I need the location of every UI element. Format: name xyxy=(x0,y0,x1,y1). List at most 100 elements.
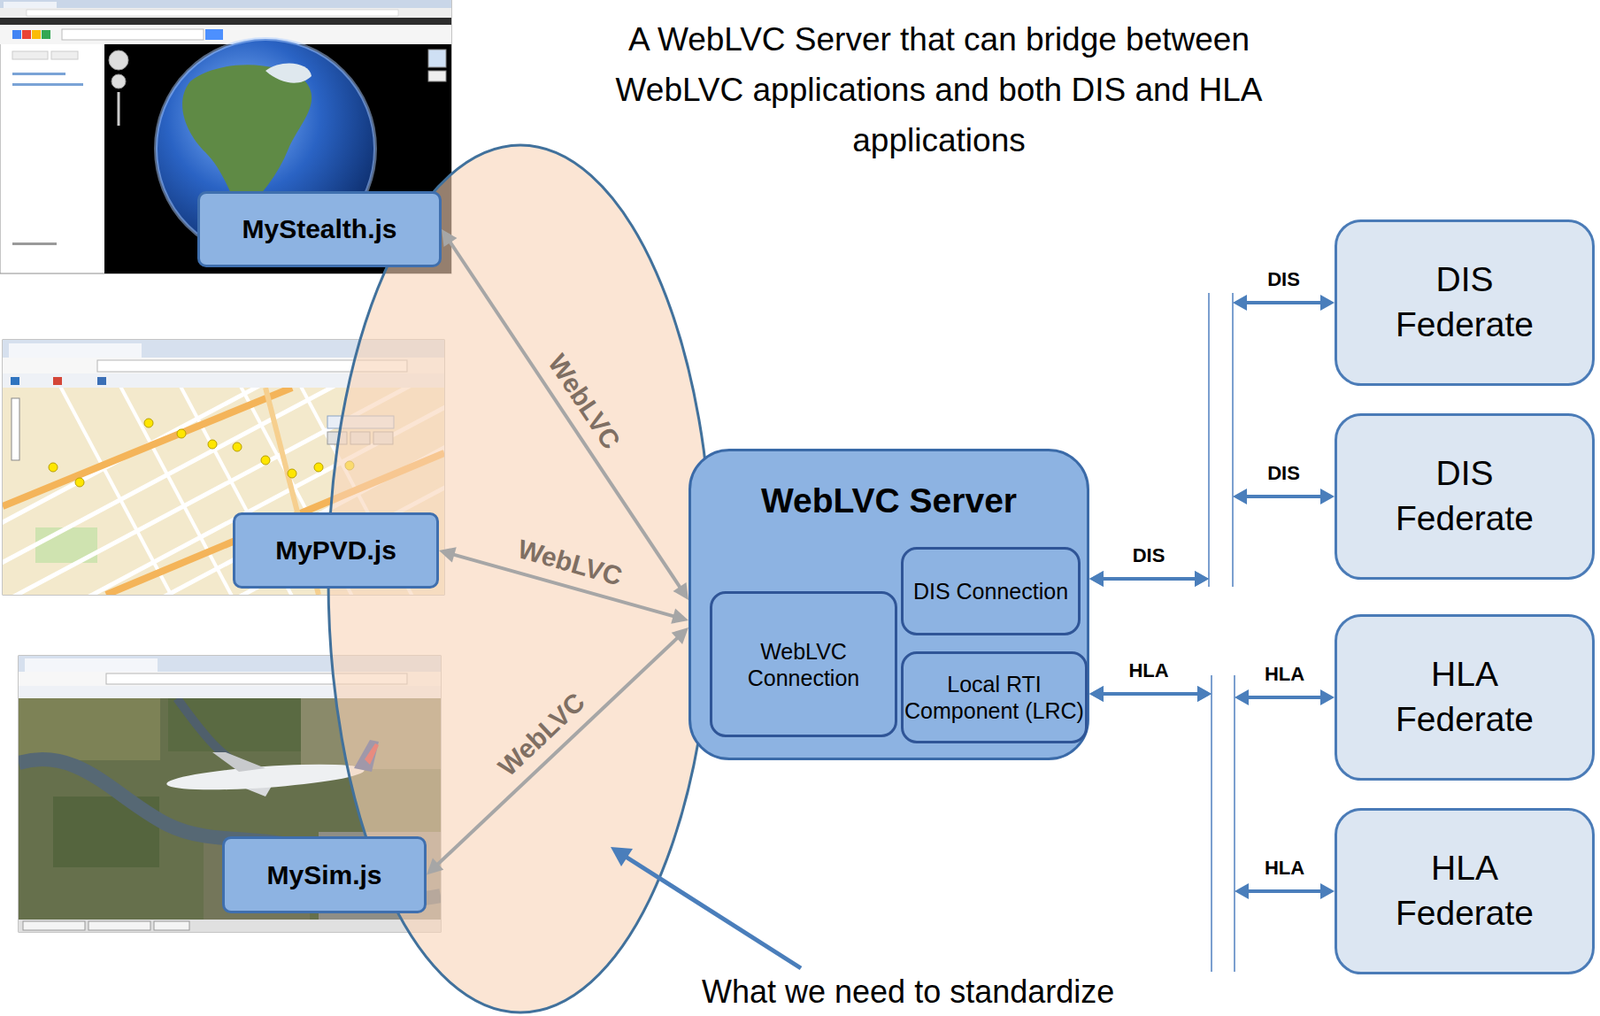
map-screenshot-part-part xyxy=(2,387,293,507)
arrow-head xyxy=(441,229,457,247)
connector-line xyxy=(437,637,678,865)
protocol-label: HLA xyxy=(1128,659,1169,683)
map-screenshot-part xyxy=(53,376,62,385)
arrow-head xyxy=(1089,685,1104,702)
aerial-screenshot-part xyxy=(24,658,158,672)
hla-bus xyxy=(1211,675,1235,972)
google-earth-screenshot-part xyxy=(0,7,452,18)
google-earth-screenshot-part xyxy=(61,29,204,40)
google-earth-screenshot-part xyxy=(265,62,312,83)
google-earth-screenshot-part xyxy=(111,74,126,89)
arrow-head xyxy=(671,627,689,645)
arrow-head xyxy=(1089,570,1104,587)
arrow-head xyxy=(673,582,689,600)
callout-arrow-part xyxy=(625,856,801,969)
arrow-head xyxy=(1320,689,1335,706)
airplane-part xyxy=(165,759,365,795)
google-earth-screenshot-part xyxy=(428,49,447,68)
connector-line xyxy=(1245,300,1322,305)
google-earth-screenshot-part xyxy=(31,30,41,39)
google-earth-screenshot-part xyxy=(108,50,129,70)
callout-arrow xyxy=(610,846,801,969)
hla-bus-part xyxy=(1210,675,1213,972)
google-earth-screenshot-part xyxy=(428,70,447,82)
map-screenshot-part-part-part xyxy=(48,462,58,472)
server-box: WebLVC ServerWebLVC Connection DIS Connec… xyxy=(688,448,1090,761)
node-label: DIS Federate xyxy=(1380,451,1549,541)
client-app-box: MySim.js xyxy=(222,836,427,914)
map-screenshot-part-part-part xyxy=(144,418,154,428)
google-earth-screenshot-part xyxy=(22,30,31,39)
google-earth-screenshot-part xyxy=(12,242,57,246)
connector xyxy=(1089,685,1335,706)
google-earth-screenshot-part xyxy=(0,24,452,45)
dis-bus xyxy=(1208,292,1233,587)
google-earth-screenshot-part xyxy=(51,51,78,60)
map-screenshot-part xyxy=(8,343,142,358)
connector-line xyxy=(1101,576,1196,581)
server-title: WebLVC Server xyxy=(691,481,1087,521)
dis-bus-part xyxy=(1207,292,1210,587)
aerial-screenshot-part xyxy=(153,921,190,931)
connector-label: DIS xyxy=(1267,461,1300,485)
aerial-screenshot-part-part xyxy=(176,698,266,779)
google-earth-screenshot-part xyxy=(26,9,399,16)
connector xyxy=(1089,685,1335,900)
google-earth-screenshot-part xyxy=(12,30,22,39)
google-earth-screenshot-part xyxy=(0,0,452,8)
connector-line xyxy=(1101,692,1199,696)
aerial-screenshot-part xyxy=(23,921,85,931)
google-earth-screenshot-part xyxy=(0,0,452,274)
map-screenshot-part-part-part xyxy=(75,477,85,487)
node-label: WebLVC Connection xyxy=(712,638,895,692)
airplane-part xyxy=(212,752,266,772)
node-label: MySim.js xyxy=(266,860,382,891)
connector xyxy=(1089,294,1335,587)
connector-line xyxy=(1246,695,1322,700)
connector-label: HLA xyxy=(1264,856,1305,880)
connector-line xyxy=(1245,494,1322,499)
arrow-head xyxy=(1320,294,1335,311)
aerial-screenshot-part-part xyxy=(18,698,161,761)
arrow-head xyxy=(1197,685,1212,702)
hla-bus-part xyxy=(1233,675,1236,972)
protocol-label: DIS xyxy=(1132,544,1166,568)
connector-label: DIS xyxy=(1267,268,1300,292)
arrow-head xyxy=(1320,488,1335,505)
connector-line xyxy=(1246,889,1322,893)
federate-box: DIS Federate xyxy=(1334,219,1595,386)
map-screenshot-part-part-part xyxy=(232,442,242,452)
arrow-head xyxy=(1232,488,1247,505)
node-label: Local RTI Component (LRC) xyxy=(903,670,1085,724)
node-label: MyPVD.js xyxy=(275,535,397,566)
map-screenshot-part-part-part xyxy=(207,439,217,449)
arrow-head xyxy=(1234,689,1249,706)
map-screenshot-part-part-part xyxy=(176,429,186,439)
node-label: HLA Federate xyxy=(1380,652,1549,742)
connector-label: HLA xyxy=(1264,662,1305,686)
aerial-screenshot-part xyxy=(18,919,441,932)
map-screenshot-part xyxy=(97,376,107,385)
map-screenshot-part xyxy=(10,376,20,385)
arrow-head xyxy=(670,607,689,624)
connector xyxy=(1089,488,1335,587)
arrow-head xyxy=(438,546,457,562)
map-screenshot-part-part-part xyxy=(314,462,324,472)
connector xyxy=(426,627,689,876)
connector-line xyxy=(449,240,681,588)
map-screenshot-part-part-part xyxy=(261,455,270,465)
arrow-head xyxy=(1194,570,1209,587)
client-app-box: MyPVD.js xyxy=(232,512,439,589)
google-earth-screenshot-part xyxy=(0,17,452,25)
arrow-head xyxy=(1320,883,1335,900)
component-box: DIS Connection xyxy=(900,546,1081,636)
component-box: Local RTI Component (LRC) xyxy=(900,651,1088,744)
map-screenshot-part xyxy=(11,398,20,461)
arrow-head xyxy=(1234,883,1249,900)
node-label: DIS Federate xyxy=(1380,257,1549,347)
federate-box: HLA Federate xyxy=(1334,807,1595,975)
connector xyxy=(441,229,689,600)
node-label: DIS Connection xyxy=(913,577,1069,605)
arrow-head xyxy=(426,858,444,876)
